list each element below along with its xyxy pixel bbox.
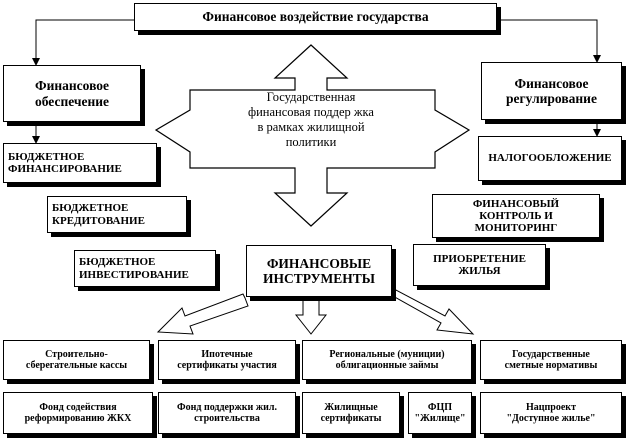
instrument-box: Нацпроект "Доступное жилье"	[480, 392, 622, 434]
instrument-box: Региональные (муниции) облигационные зай…	[302, 340, 472, 380]
left-branch-label: Финансовое обеспечение	[34, 78, 110, 109]
instrument-label: Нацпроект "Доступное жилье"	[506, 401, 596, 424]
left-item-label: БЮДЖЕТНОЕ КРЕДИТОВАНИЕ	[52, 202, 145, 227]
arrow-instruments-left	[156, 293, 249, 335]
right-item-box: ПРИОБРЕТЕНИЕ ЖИЛЬЯ	[413, 244, 546, 286]
instrument-label: Фонд поддержки жил. строительства	[177, 401, 277, 424]
left-item-box: БЮДЖЕТНОЕ КРЕДИТОВАНИЕ	[47, 196, 187, 233]
diagram-title: Финансовое воздействие государства	[202, 9, 429, 25]
instrument-box: Ипотечные сертификаты участия	[158, 340, 296, 380]
instrument-box: Строительно- сберегательные кассы	[3, 340, 150, 380]
right-item-label: НАЛОГООБЛОЖЕНИЕ	[488, 152, 612, 165]
instrument-label: Государственные сметные нормативы	[504, 348, 598, 371]
right-branch-label: Финансовое регулирование	[506, 75, 597, 106]
left-item-label: БЮДЖЕТНОЕ ФИНАНСИРОВАНИЕ	[8, 150, 122, 175]
left-item-label: БЮДЖЕТНОЕ ИНВЕСТИРОВАНИЕ	[79, 256, 189, 281]
arrow-instruments-right	[392, 289, 475, 335]
left-item-box: БЮДЖЕТНОЕ ФИНАНСИРОВАНИЕ	[3, 143, 157, 183]
instruments-box: ФИНАНСОВЫЕ ИНСТРУМЕНТЫ	[246, 245, 392, 297]
right-item-label: ПРИОБРЕТЕНИЕ ЖИЛЬЯ	[433, 252, 526, 277]
left-branch-box: Финансовое обеспечение	[3, 65, 141, 122]
instrument-label: Жилищные сертификаты	[320, 401, 382, 424]
instrument-label: ФЦП "Жилище"	[414, 401, 466, 424]
instrument-box: Фонд содействия реформированию ЖКХ	[3, 392, 153, 434]
instrument-box: Жилищные сертификаты	[302, 392, 400, 434]
instrument-label: Фонд содействия реформированию ЖКХ	[24, 401, 132, 424]
right-item-box: НАЛОГООБЛОЖЕНИЕ	[478, 136, 622, 181]
arrow-instruments-center	[294, 299, 328, 335]
instrument-box: Фонд поддержки жил. строительства	[158, 392, 296, 434]
title-box: Финансовое воздействие государства	[134, 3, 497, 31]
connector-title-right	[497, 19, 601, 63]
right-branch-box: Финансовое регулирование	[481, 62, 622, 120]
instrument-box: ФЦП "Жилище"	[408, 392, 472, 434]
left-item-box: БЮДЖЕТНОЕ ИНВЕСТИРОВАНИЕ	[74, 250, 216, 287]
right-item-label: ФИНАНСОВЫЙ КОНТРОЛЬ И МОНИТОРИНГ	[472, 197, 560, 235]
instrument-label: Региональные (муниции) облигационные зай…	[329, 348, 445, 371]
center-label: Государственная финансовая поддер жка в …	[248, 90, 374, 149]
instruments-label: ФИНАНСОВЫЕ ИНСТРУМЕНТЫ	[262, 255, 376, 286]
instrument-label: Строительно- сберегательные кассы	[25, 348, 128, 371]
right-item-box: ФИНАНСОВЫЙ КОНТРОЛЬ И МОНИТОРИНГ	[432, 194, 600, 238]
connector-title-left	[32, 19, 135, 66]
center-four-way-arrow	[154, 44, 471, 227]
instrument-label: Ипотечные сертификаты участия	[177, 348, 277, 371]
instrument-box: Государственные сметные нормативы	[480, 340, 622, 380]
